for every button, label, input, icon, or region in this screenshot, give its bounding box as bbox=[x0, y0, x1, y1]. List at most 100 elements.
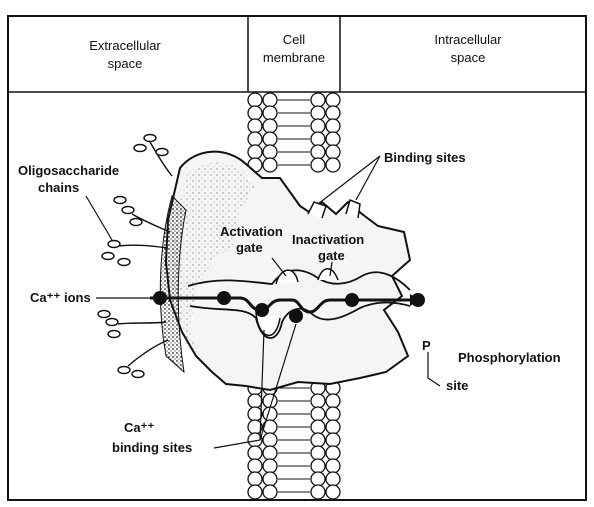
phospholipid-head bbox=[326, 145, 340, 159]
phospholipid-head bbox=[311, 446, 325, 460]
phospholipid-head bbox=[326, 106, 340, 120]
phospholipid-head bbox=[248, 446, 262, 460]
phospholipid-head bbox=[263, 433, 277, 447]
phospholipid-head bbox=[326, 407, 340, 421]
calcium-ion bbox=[345, 293, 359, 307]
phospholipid-head bbox=[311, 459, 325, 473]
label-inactivation-gate-line2: gate bbox=[318, 248, 345, 263]
sugar-residue bbox=[156, 149, 168, 156]
label-inactivation-gate-line1: Inactivation bbox=[292, 232, 364, 247]
phospholipid-head bbox=[326, 394, 340, 408]
phospholipid-head bbox=[263, 119, 277, 133]
oligosaccharide-stem bbox=[150, 142, 172, 176]
sugar-residue bbox=[122, 207, 134, 214]
phospholipid-head bbox=[263, 446, 277, 460]
sugar-residue bbox=[114, 197, 126, 204]
sugar-residue bbox=[106, 319, 118, 326]
phospholipid-head bbox=[311, 420, 325, 434]
phospholipid-head bbox=[311, 394, 325, 408]
phospholipid-head bbox=[263, 472, 277, 486]
leader-phosphorylation bbox=[428, 352, 440, 386]
oligosaccharide-stem bbox=[118, 245, 168, 248]
phospholipid-head bbox=[311, 119, 325, 133]
phospholipid-head bbox=[248, 485, 262, 499]
phospholipid-head bbox=[311, 132, 325, 146]
phospholipid-head bbox=[326, 433, 340, 447]
phospholipid-head bbox=[326, 459, 340, 473]
sugar-residue bbox=[108, 241, 120, 248]
header-intracellular-line1: Intracellular bbox=[434, 32, 502, 47]
phospholipid-head bbox=[263, 145, 277, 159]
phospholipid-head bbox=[263, 132, 277, 146]
label-activation-gate-line2: gate bbox=[236, 240, 263, 255]
calcium-ion bbox=[255, 303, 269, 317]
phospholipid-head bbox=[248, 407, 262, 421]
phospholipid-head bbox=[248, 119, 262, 133]
oligosaccharide-stem bbox=[128, 340, 168, 366]
label-activation-gate-line1: Activation bbox=[220, 224, 283, 239]
label-ca-binding-line1: Ca⁺⁺ bbox=[124, 420, 154, 435]
label-oligosaccharide-line1: Oligosaccharide bbox=[18, 163, 119, 178]
label-oligosaccharide: Oligosaccharide chains bbox=[18, 163, 119, 195]
label-ca-binding-sites: Ca⁺⁺ binding sites bbox=[112, 420, 192, 455]
sugar-residue bbox=[118, 259, 130, 266]
phospholipid-head bbox=[263, 459, 277, 473]
label-phosphorylation-line1: Phosphorylation bbox=[458, 350, 561, 365]
phospholipid-head bbox=[311, 485, 325, 499]
phospholipid-head bbox=[326, 119, 340, 133]
sugar-residue bbox=[144, 135, 156, 142]
leader-oligosaccharide bbox=[86, 196, 112, 240]
calcium-ion bbox=[411, 293, 425, 307]
sugar-residue bbox=[134, 145, 146, 152]
sugar-residue bbox=[98, 311, 110, 318]
phospholipid-head bbox=[248, 394, 262, 408]
sugar-residue bbox=[132, 371, 144, 378]
sugar-residue bbox=[102, 253, 114, 260]
phospholipid-head bbox=[326, 472, 340, 486]
phospholipid-head bbox=[248, 472, 262, 486]
phospholipid-head bbox=[263, 485, 277, 499]
header-membrane-line1: Cell bbox=[283, 32, 306, 47]
phospholipid-head bbox=[263, 93, 277, 107]
header-intracellular: Intracellular space bbox=[434, 32, 502, 65]
calcium-ion bbox=[153, 291, 167, 305]
phospholipid-head bbox=[326, 93, 340, 107]
phospholipid-head bbox=[311, 433, 325, 447]
label-ca-ions: Ca⁺⁺ ions bbox=[30, 290, 91, 305]
label-oligosaccharide-line2: chains bbox=[38, 180, 79, 195]
calcium-ion bbox=[289, 309, 303, 323]
leader-binding-sites-b bbox=[356, 156, 380, 200]
phospholipid-head bbox=[311, 145, 325, 159]
label-phosphorylation-site: Phosphorylation site bbox=[446, 350, 561, 393]
header-extracellular-line2: space bbox=[108, 56, 143, 71]
calcium-ion bbox=[217, 291, 231, 305]
phospholipid-head bbox=[248, 93, 262, 107]
header-extracellular: Extracellular space bbox=[89, 38, 161, 71]
phospholipid-head bbox=[326, 158, 340, 172]
phospholipid-head bbox=[326, 420, 340, 434]
phospholipid-head bbox=[311, 472, 325, 486]
phospholipid-head bbox=[311, 158, 325, 172]
phospholipid-head bbox=[248, 132, 262, 146]
phospholipid-head bbox=[263, 158, 277, 172]
header-extracellular-line1: Extracellular bbox=[89, 38, 161, 53]
phospholipid-head bbox=[311, 106, 325, 120]
label-phosphorylation-p: P bbox=[422, 338, 431, 353]
phospholipid-head bbox=[248, 145, 262, 159]
header-membrane-line2: membrane bbox=[263, 50, 325, 65]
sugar-residue bbox=[108, 331, 120, 338]
label-phosphorylation-line2: site bbox=[446, 378, 468, 393]
phospholipid-head bbox=[248, 106, 262, 120]
oligosaccharide-stem bbox=[118, 322, 166, 324]
label-binding-sites: Binding sites bbox=[384, 150, 466, 165]
phospholipid-head bbox=[311, 407, 325, 421]
label-ca-binding-line2: binding sites bbox=[112, 440, 192, 455]
phospholipid-head bbox=[326, 485, 340, 499]
phospholipid-head bbox=[326, 446, 340, 460]
sugar-residue bbox=[130, 219, 142, 226]
phospholipid-head bbox=[311, 93, 325, 107]
phospholipid-head bbox=[326, 132, 340, 146]
sugar-residue bbox=[118, 367, 130, 374]
phospholipid-head bbox=[263, 106, 277, 120]
